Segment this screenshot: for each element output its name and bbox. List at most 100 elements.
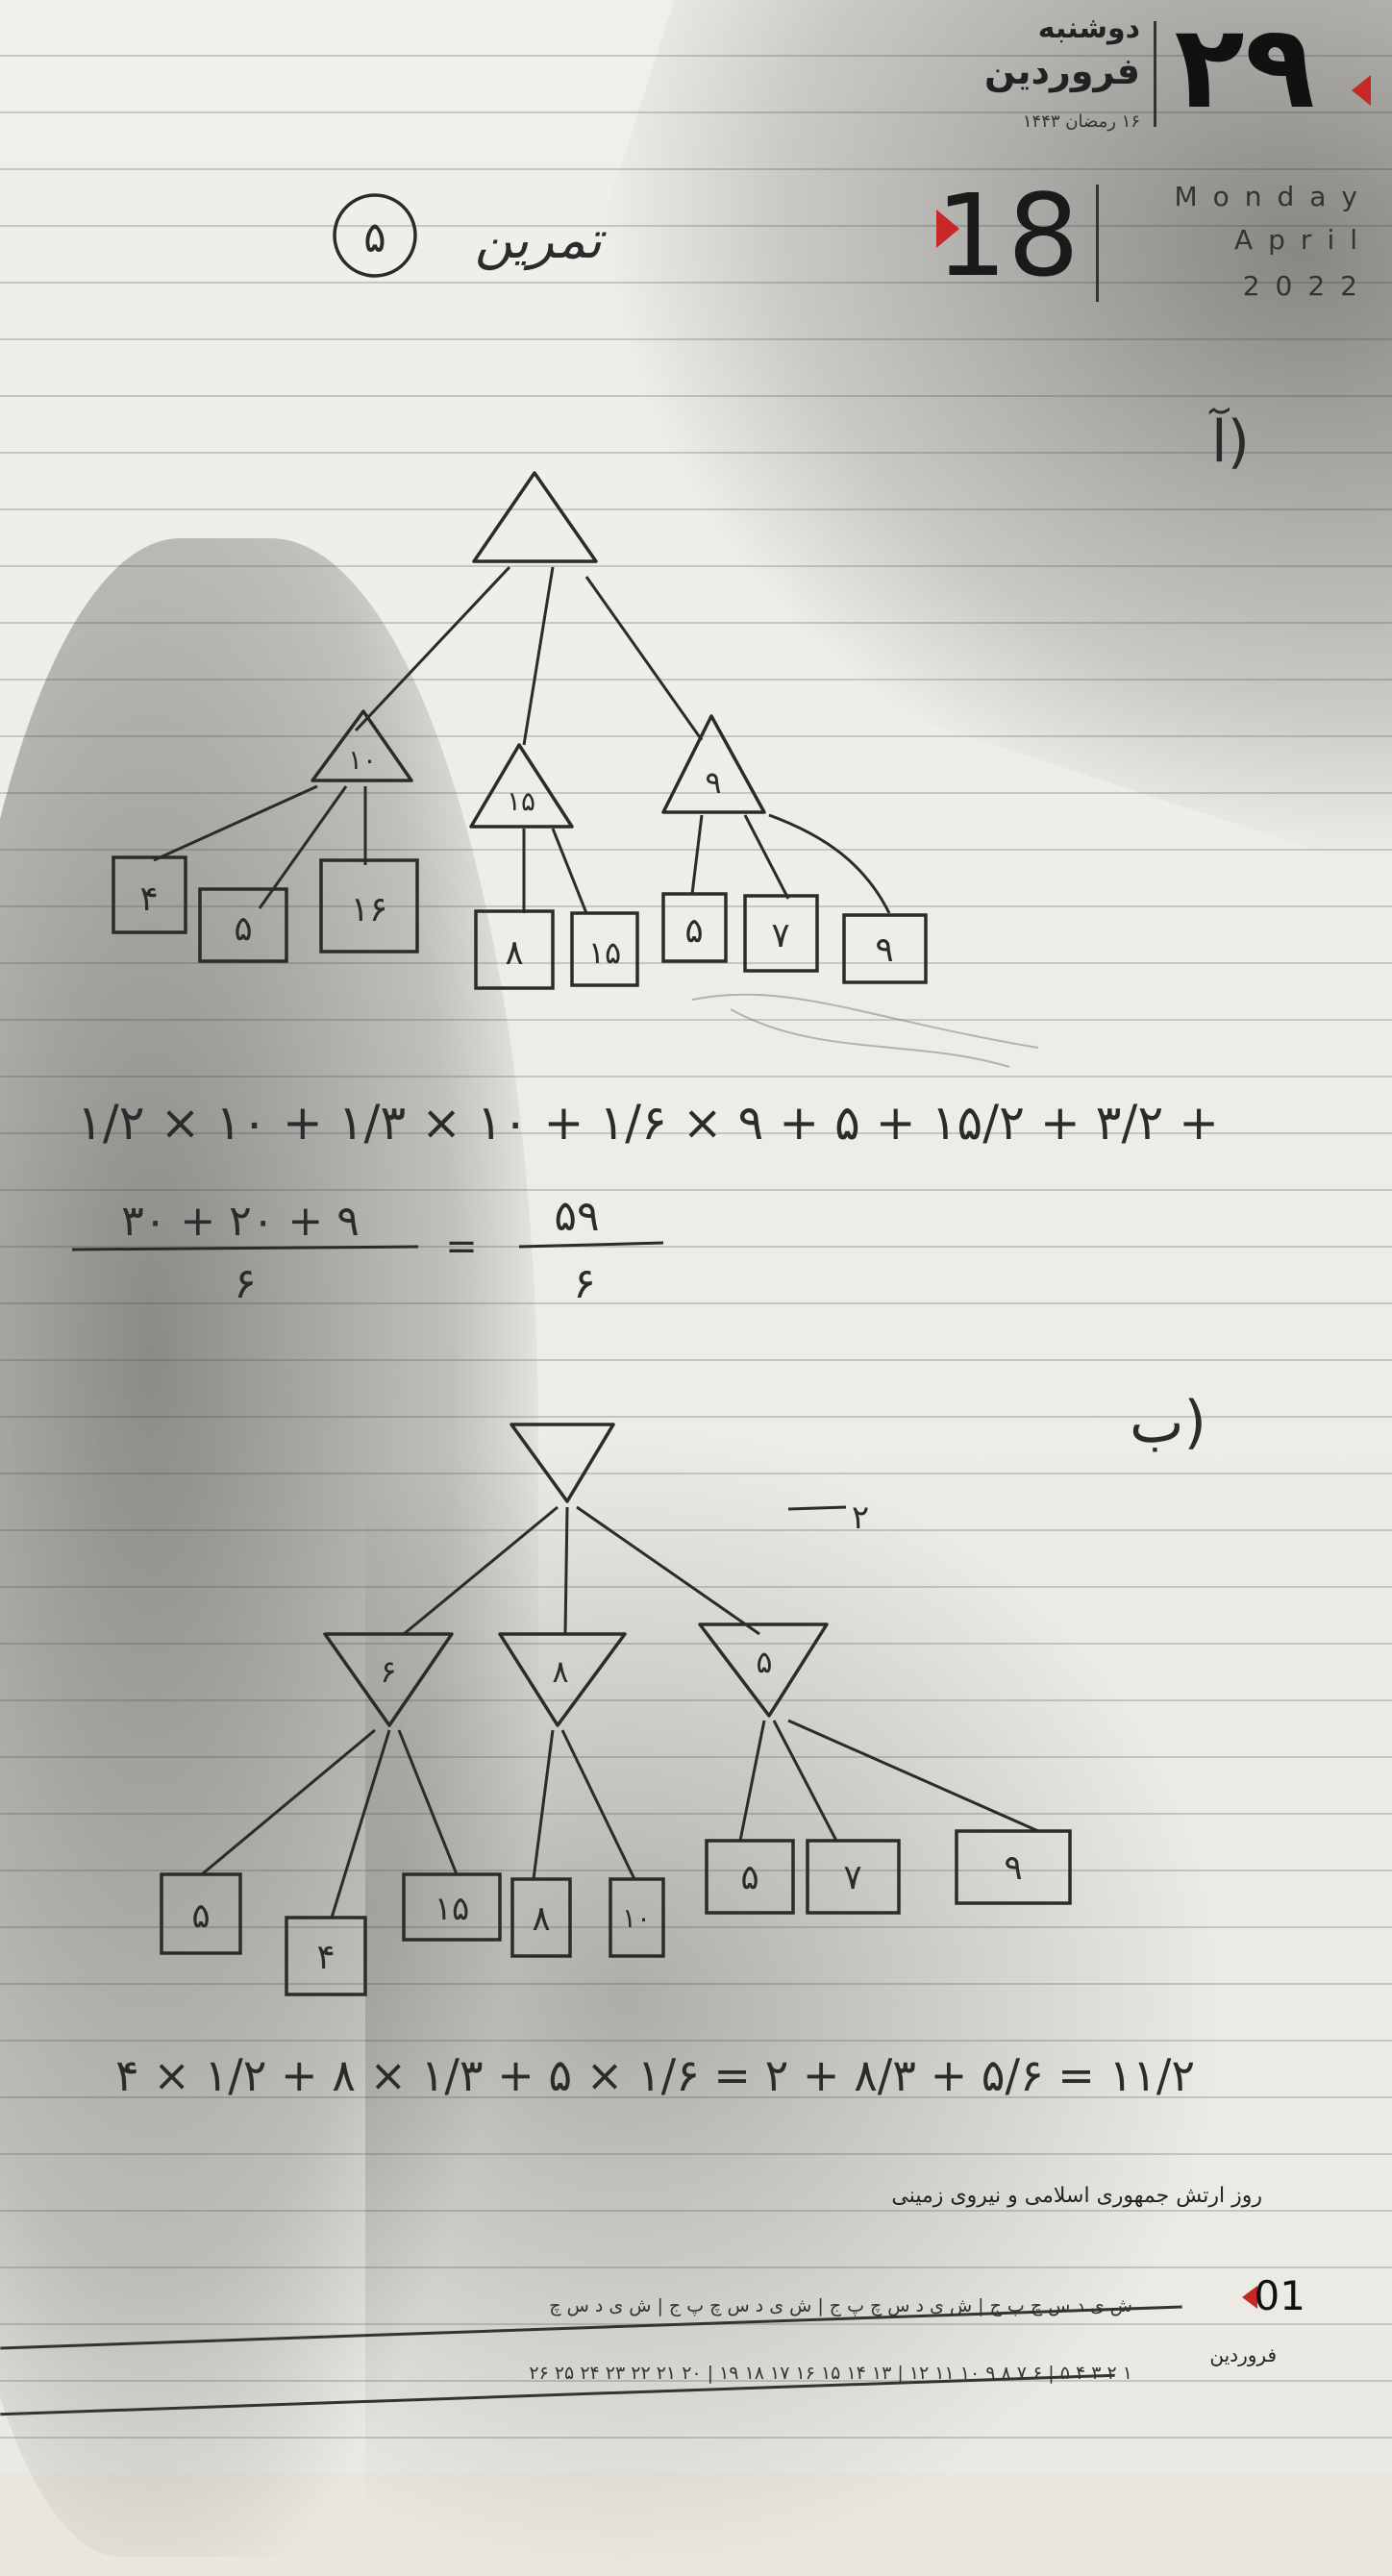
tree-edge [397, 1729, 459, 1875]
leaf-value: ۷ [843, 1858, 861, 1897]
days-row: ۱ ۲ ۳ ۴ ۵ | ۶ ۷ ۸ ۹ ۱۰ ۱۱ ۱۲ | ۱۳ ۱۴ ۱۵ … [529, 2363, 1132, 2384]
max-root-triangle [472, 471, 598, 563]
tree-edge [772, 1720, 838, 1842]
leaf-value: ۴ [139, 879, 158, 919]
leaf-value: ۷ [771, 916, 789, 955]
tree-edge [551, 828, 588, 914]
leaf-value: ۴ [316, 1938, 335, 1977]
side-mark-stroke [787, 1505, 847, 1511]
tree-edge [153, 784, 318, 862]
equation-line: ۴ × ۱/۲ + ۸ × ۱/۳ + ۵ × ۱/۶ = ۲ + ۸/۳ + … [115, 2049, 1195, 2101]
fraction-bar [518, 1241, 664, 1249]
equation-line: ۱/۲ × ۱۰ + ۱/۳ × ۱۰ + ۱/۶ × ۹ + ۵ + ۱۵/۲… [77, 1095, 1219, 1151]
tree-edge [532, 1729, 555, 1880]
chance-node-triangle [498, 1632, 627, 1727]
leaf-box [198, 887, 288, 963]
leaf-value: ۵ [191, 1896, 210, 1936]
title-circle [333, 193, 417, 278]
fraction-bar [71, 1245, 419, 1251]
date-header: دوشنبه فروردین ۱۶ رمضان ۱۴۴۳ ۲۹ 18 Monda… [854, 0, 1392, 317]
tree-edge [330, 1729, 391, 1919]
leaf-value: ۱۰ [622, 1902, 651, 1934]
scribble [730, 1008, 1010, 1068]
footer-month: فروردین [1209, 2343, 1277, 2366]
chance-node-triangle [698, 1622, 829, 1718]
handwritten-notes: ۵ تمرین آ) ۱۰ ۱۵ ۹ ۴ ۵ ۱۶ ۸ ۱۵ ۵ [71, 193, 1250, 2101]
persian-weekday: دوشنبه [1037, 12, 1140, 45]
equals-sign: = [445, 1225, 478, 1269]
leaf-box [510, 1877, 572, 1958]
result-numerator: ۵۹ [554, 1192, 599, 1241]
title-number: ۵ [363, 213, 386, 262]
chance-node-triangle [311, 709, 413, 782]
header-divider [1096, 185, 1099, 302]
leaf-value: ۹ [1004, 1848, 1022, 1888]
leaf-value: ۵ [684, 911, 703, 951]
leaf-value: ۸ [532, 1899, 550, 1939]
red-arrow-icon [1352, 75, 1371, 106]
tree-edge [743, 814, 790, 900]
part-b-label: ب) [1130, 1389, 1206, 1456]
tree-edge [354, 565, 511, 732]
leaf-value: ۱۵ [435, 1890, 470, 1928]
tree-edge [738, 1720, 766, 1842]
leaf-value: ۱۶ [351, 890, 388, 929]
tree-edge [584, 576, 704, 741]
side-mark: ۲ [852, 1499, 869, 1537]
calendar-footer: روز ارتش جمهوری اسلامی و نیروی زمینی 01 … [0, 2172, 1392, 2473]
scribble [691, 993, 1039, 1049]
page-number: 01 [1254, 2272, 1305, 2319]
chance-node-triangle [469, 743, 574, 829]
result-denominator: ۶ [573, 1259, 596, 1308]
equation-numerator: ۳۰ + ۲۰ + ۹ [121, 1197, 360, 1246]
node-value: ۶ [380, 1653, 396, 1690]
leaf-box [474, 909, 555, 990]
header-divider [1154, 21, 1156, 127]
leaf-box [609, 1877, 665, 1958]
red-arrow-icon [936, 210, 959, 248]
tree-edge [787, 1719, 1039, 1833]
gregorian-day-number: 18 [934, 169, 1080, 302]
leaf-box [285, 1916, 367, 1996]
node-value: ۵ [756, 1644, 772, 1680]
equation-denominator: ۶ [234, 1259, 257, 1308]
red-arrow-icon [1242, 2286, 1257, 2309]
tree-edge [403, 1505, 559, 1636]
node-value: ۸ [552, 1653, 568, 1690]
persian-month: فروردین [984, 50, 1140, 92]
chance-node-triangle [661, 714, 766, 814]
leaf-box [705, 1839, 795, 1915]
tree-edge [201, 1728, 376, 1876]
leaf-box [661, 892, 728, 963]
leaf-box [842, 913, 928, 984]
occasion-note: روز ارتش جمهوری اسلامی و نیروی زمینی [891, 2184, 1262, 2208]
leaf-value: ۱۵ [588, 934, 621, 971]
chance-node-triangle [323, 1632, 454, 1727]
tree-edge [768, 813, 891, 914]
persian-day-number: ۲۹ [1174, 1, 1315, 135]
node-value: ۱۵ [507, 785, 535, 817]
gregorian-weekday: Monday [1174, 181, 1373, 212]
leaf-box [402, 1872, 502, 1942]
gregorian-year: 2022 [1242, 270, 1373, 302]
leaf-box [112, 855, 187, 934]
min-root-triangle [510, 1423, 615, 1503]
leaf-box [160, 1872, 242, 1955]
leaf-value: ۵ [234, 909, 252, 949]
tree-edge [690, 814, 704, 895]
tree-edge [560, 1729, 636, 1880]
leaf-box [743, 894, 819, 973]
tree-edge [522, 566, 555, 746]
leaf-value: ۹ [875, 930, 893, 970]
leaf-value: ۸ [505, 933, 523, 973]
leaf-box [806, 1839, 901, 1915]
leaf-box [319, 858, 419, 954]
tree-edge [563, 1506, 569, 1635]
tree-edge [576, 1505, 760, 1636]
weekday-row: ش ی د س چ پ ج | ش ی د س چ پ ج | ش ی د س … [549, 2295, 1132, 2316]
hijri-date: ۱۶ رمضان ۱۴۴۳ [1022, 111, 1140, 132]
leaf-box [570, 911, 639, 987]
node-value: ۹ [705, 764, 721, 801]
node-value: ۱۰ [348, 744, 377, 776]
